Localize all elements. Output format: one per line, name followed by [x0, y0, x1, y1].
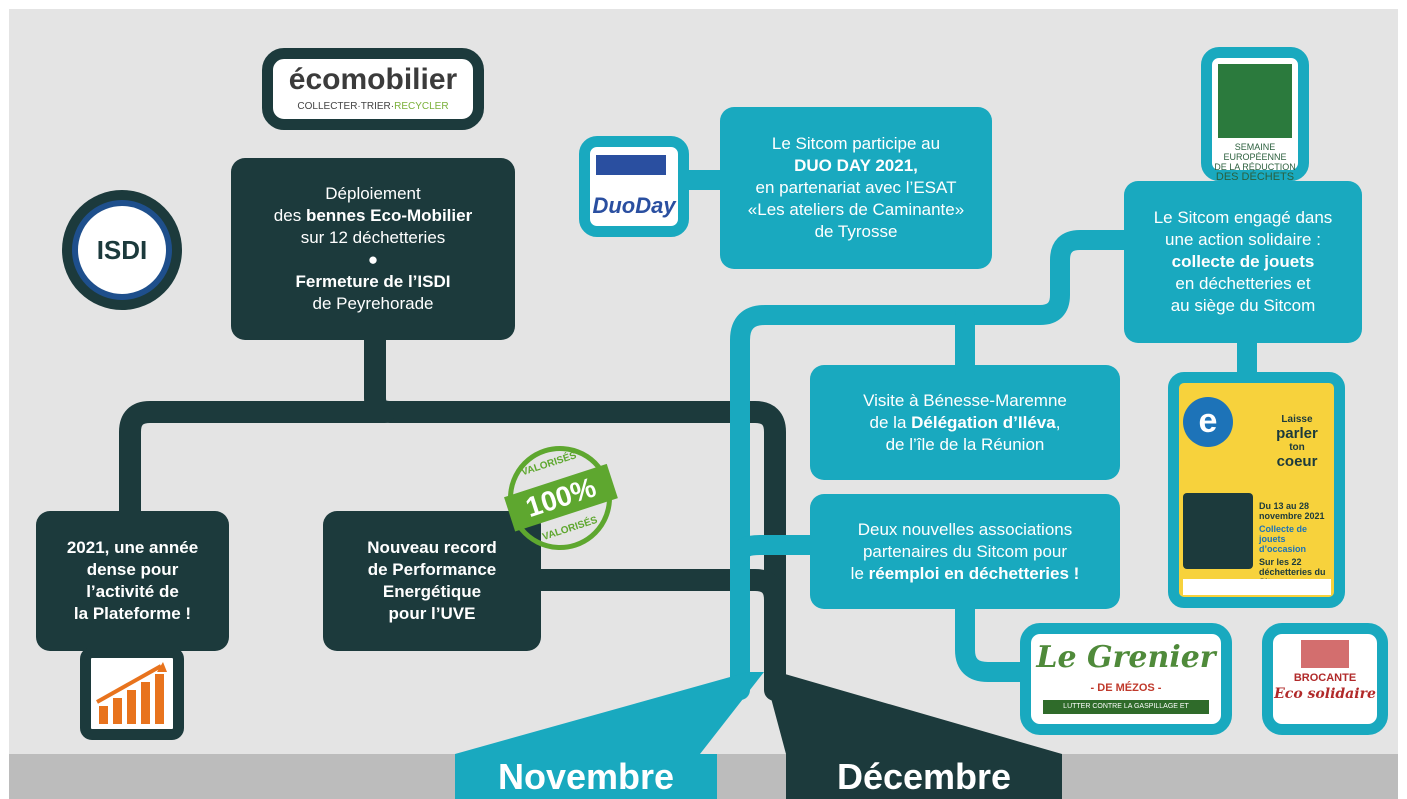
grenier-slogan: LUTTER CONTRE LA GASPILLAGE ET L’EXCLUSI… — [1043, 700, 1209, 724]
brocante-logo: BROCANTE — [1293, 672, 1357, 684]
jouets-line-2: une action solidaire : — [1165, 230, 1321, 249]
jouets-line-5: au siège du Sitcom — [1170, 296, 1316, 315]
duoday-line-3: en partenariat avec l’ESAT — [755, 178, 957, 197]
plateforme-line-4: la Plateforme ! — [73, 604, 192, 623]
ecomobilier-logo: écomobilier — [288, 63, 458, 96]
teal-connector-associations — [730, 535, 830, 565]
ileva-box: Visite à Bénesse-Maremne de la Délégatio… — [810, 365, 1120, 480]
uve-box: Nouveau record de Performance Energétiqu… — [323, 511, 541, 651]
serd-logo-frame: SEMAINE EUROPÉENNE DE LA RÉDUCTION DES D… — [1201, 47, 1309, 183]
jouets-box: Le Sitcom engagé dans une action solidai… — [1124, 181, 1362, 343]
grenier-logo: Le Grenier — [1036, 640, 1216, 675]
duoday-line-4: «Les ateliers de Caminante» — [747, 200, 965, 219]
deploiement-line-2: des bennes Eco-Mobilier — [273, 206, 473, 225]
duoday-box: Le Sitcom participe au DUO DAY 2021, en … — [720, 107, 992, 269]
brocante-logo-frame: BROCANTE Eco solidaire — [1262, 623, 1388, 735]
uve-line-4: pour l’UVE — [388, 604, 476, 623]
teal-connector-grenier — [955, 590, 1040, 682]
grenier-logo-frame: Le Grenier - DE MÉZOS - LUTTER CONTRE LA… — [1020, 623, 1232, 735]
jouets-line-4: en déchetteries et — [1175, 274, 1311, 293]
deploiement-line-1: Déploiement — [325, 184, 421, 203]
month-november: Novembre — [455, 754, 717, 799]
uve-line-1: Nouveau record — [367, 538, 497, 557]
brocante-logo-image — [1301, 640, 1349, 668]
plateforme-line-2: dense pour — [86, 560, 179, 579]
poster-image — [1183, 493, 1253, 569]
associations-line-3: le réemploi en déchetteries ! — [850, 563, 1080, 583]
isdi-logo-frame: ISDI — [62, 190, 182, 310]
associations-line-2: partenaires du Sitcom pour — [862, 541, 1068, 561]
poster-logo: e — [1183, 397, 1233, 447]
uve-line-2: de Performance — [367, 560, 497, 579]
ecomobilier-logo-frame: écomobilier COLLECTER·TRIER·RECYCLER — [262, 48, 484, 130]
isdi-logo: ISDI — [72, 200, 172, 300]
deploiement-box: Déploiement des bennes Eco-Mobilier sur … — [231, 158, 515, 340]
december-wedge — [764, 672, 1062, 754]
duoday-logo-frame: DuoDay — [579, 136, 689, 237]
november-wedge — [455, 672, 764, 754]
poster-partners-strip — [1183, 579, 1331, 595]
growth-chart-icon — [80, 647, 184, 740]
plateforme-line-1: 2021, une année — [66, 538, 199, 557]
month-december: Décembre — [786, 754, 1062, 799]
uve-line-3: Energétique — [382, 582, 482, 601]
duoday-logo: DuoDay — [592, 193, 676, 218]
plateforme-line-3: l’activité de — [86, 582, 179, 601]
plateforme-box: 2021, une année dense pour l’activité de… — [36, 511, 229, 651]
jouets-line-1: Le Sitcom engagé dans — [1153, 208, 1333, 227]
teal-connector-main — [730, 230, 1150, 700]
serd-logo-text: SEMAINE EUROPÉENNE DE LA RÉDUCTION DES D… — [1214, 142, 1296, 183]
deploiement-bullet: ● — [367, 250, 379, 269]
deploiement-line-3: sur 12 déchetteries — [300, 228, 446, 247]
deploiement-line-4: Fermeture de l’ISDI — [295, 272, 451, 291]
poster-text: Du 13 au 28 novembre 2021 Collecte de jo… — [1259, 501, 1326, 587]
duoday-line-5: de Tyrosse — [814, 222, 898, 241]
ileva-line-3: de l’île de la Réunion — [885, 434, 1045, 454]
brocante-tagline: Eco solidaire — [1274, 686, 1376, 702]
dark-connector-uve — [509, 569, 786, 611]
ecomobilier-tagline: COLLECTER·TRIER·RECYCLER — [297, 101, 449, 112]
jouets-line-3: collecte de jouets — [1171, 252, 1315, 271]
grenier-subtitle: - DE MÉZOS - — [1090, 682, 1162, 694]
dark-connector-plateforme — [119, 401, 396, 531]
serd-logo-image — [1218, 64, 1292, 138]
ileva-line-1: Visite à Bénesse-Maremne — [863, 390, 1067, 410]
duoday-line-2: DUO DAY 2021, — [794, 156, 918, 175]
poster-frame: e Laisse parler ton coeur Du 13 au 28 no… — [1168, 372, 1345, 608]
poster-title: Laisse parler ton coeur — [1276, 414, 1318, 470]
ileva-line-2: de la Délégation d’Iléva, — [869, 412, 1061, 432]
deploiement-line-5: de Peyrehorade — [312, 294, 434, 313]
duoday-line-1: Le Sitcom participe au — [771, 134, 941, 153]
associations-box: Deux nouvelles associations partenaires … — [810, 494, 1120, 609]
associations-line-1: Deux nouvelles associations — [857, 519, 1073, 539]
